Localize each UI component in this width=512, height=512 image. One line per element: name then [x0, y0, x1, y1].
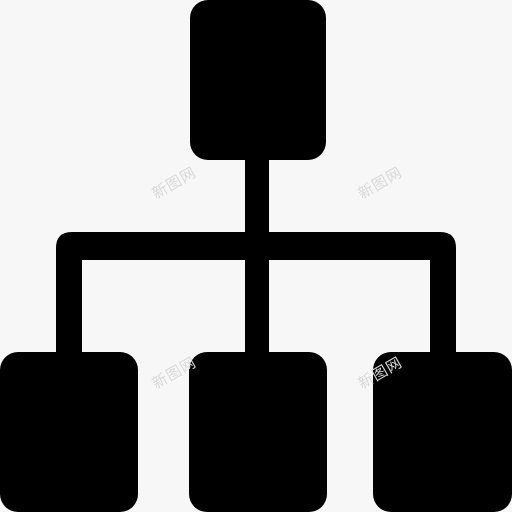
bottom-node-right [373, 352, 512, 512]
top-node [190, 0, 326, 160]
branch-connector [56, 232, 456, 360]
bottom-node-left [0, 352, 138, 512]
bottom-node-center [189, 352, 327, 512]
